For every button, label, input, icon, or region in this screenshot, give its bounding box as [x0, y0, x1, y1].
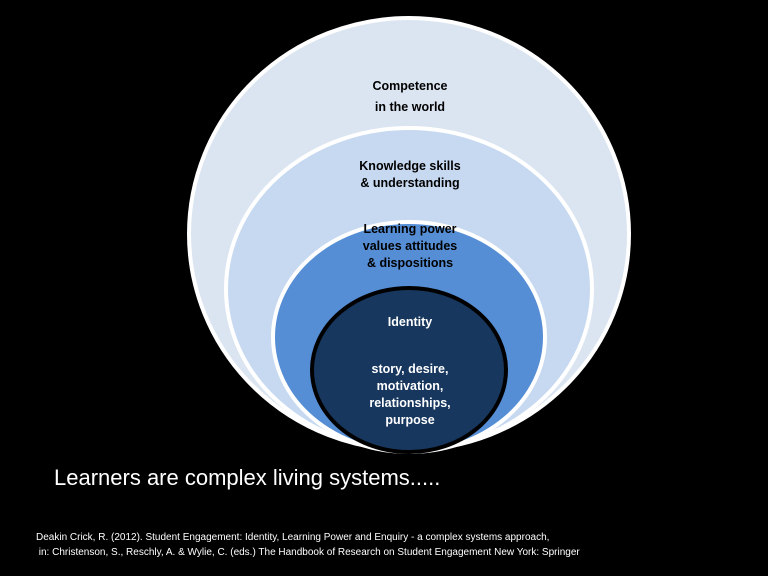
ring-competence-line-1: Competence — [372, 79, 448, 93]
core-identity — [310, 286, 508, 454]
core-line-2: motivation, — [376, 379, 444, 393]
ring-competence-label: Competence in the world — [340, 78, 480, 116]
ring-knowledge-label: Knowledge skills & understanding — [340, 158, 480, 192]
ring-learning-line-3: & dispositions — [366, 256, 454, 270]
core-line-3: relationships, — [369, 396, 451, 410]
ring-learning-power-label: Learning power values attitudes & dispos… — [340, 221, 480, 272]
caption: Learners are complex living systems..... — [54, 465, 441, 490]
ring-competence-line-2: in the world — [374, 100, 446, 114]
ring-knowledge-line-2: & understanding — [360, 176, 460, 190]
reference: Deakin Crick, R. (2012). Student Engagem… — [36, 530, 580, 560]
ring-learning-line-2: values attitudes — [362, 239, 458, 253]
ring-knowledge-line-1: Knowledge skills — [359, 159, 461, 173]
core-line-1: story, desire, — [371, 362, 449, 376]
core-identity-title: Identity — [387, 315, 433, 329]
core-identity-label: story, desire, motivation, relationships… — [340, 361, 480, 429]
ring-learning-line-1: Learning power — [363, 222, 457, 236]
reference-line-2: in: Christenson, S., Reschly, A. & Wylie… — [36, 547, 580, 558]
core-line-4: purpose — [385, 413, 435, 427]
reference-line-1: Deakin Crick, R. (2012). Student Engagem… — [36, 532, 550, 543]
